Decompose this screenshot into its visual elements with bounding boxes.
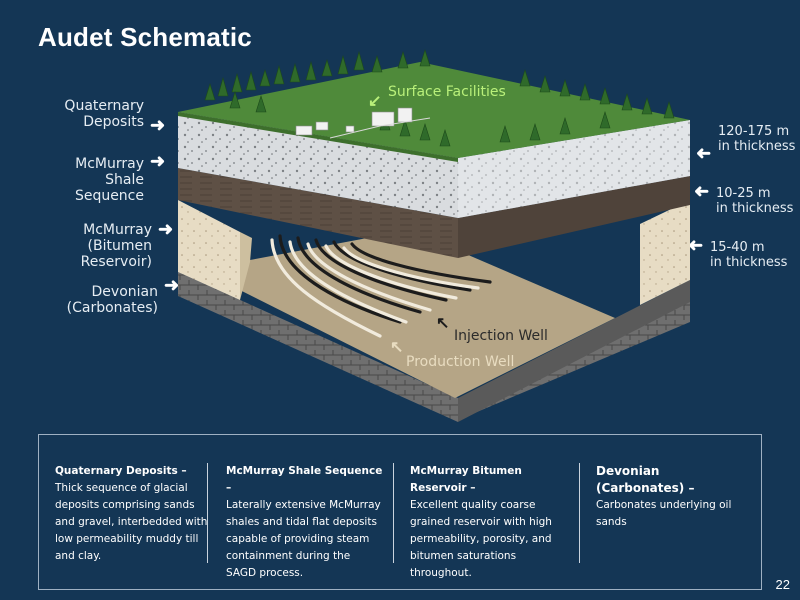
info-quaternary: Quaternary Deposits – Thick sequence of … — [55, 463, 211, 563]
layer-label-devonian: Devonian (Carbonates) — [66, 284, 158, 316]
info-bitumen: McMurray Bitumen Reservoir – Excellent q… — [393, 463, 573, 579]
shale-layer-side — [458, 176, 690, 258]
info-title: Devonian (Carbonates) – — [596, 464, 695, 495]
info-title: McMurray Bitumen Reservoir – — [410, 465, 522, 494]
thickness-label-shale: 10-25 m in thickness — [716, 186, 794, 216]
arrow-right-icon: ➜ — [150, 115, 166, 135]
layer-descriptions-box: Quaternary Deposits – Thick sequence of … — [38, 434, 762, 590]
arrow-down-left-icon: ↙ — [368, 93, 381, 110]
arrow-right-icon: ➜ — [158, 219, 174, 239]
quaternary-layer-front — [178, 112, 458, 218]
arrow-right-icon: ➜ — [164, 275, 180, 295]
block-diagram: Surface Facilities ↙ ↖ Injection Well ↖ … — [178, 48, 690, 422]
reservoir-floor — [200, 230, 615, 398]
injection-well-label: Injection Well — [454, 328, 548, 344]
layer-label-shale: McMurray Shale Sequence — [74, 156, 144, 204]
info-body: Thick sequence of glacial deposits compr… — [55, 482, 208, 562]
info-title: Quaternary Deposits – — [55, 465, 187, 477]
bitumen-layer-right — [640, 200, 690, 305]
well-pairs — [270, 234, 492, 338]
shale-layer-front — [178, 168, 458, 258]
trees — [204, 48, 675, 147]
surface-facilities-buildings — [295, 107, 413, 136]
info-body: Excellent quality coarse grained reservo… — [410, 499, 552, 579]
thickness-label-bitumen: 15-40 m in thickness — [710, 240, 788, 270]
arrow-up-left-icon: ↖ — [390, 339, 403, 356]
bitumen-layer-left — [178, 200, 240, 300]
layer-label-bitumen: McMurray (Bitumen Reservoir) — [80, 222, 152, 270]
arrow-right-icon: ➜ — [150, 151, 166, 171]
info-body: Carbonates underlying oil sands — [596, 499, 732, 528]
info-shale: McMurray Shale Sequence – Laterally exte… — [207, 463, 383, 579]
info-devonian: Devonian (Carbonates) – Carbonates under… — [579, 463, 749, 563]
arrow-up-left-icon: ↖ — [436, 315, 449, 332]
info-title: McMurray Shale Sequence – — [226, 465, 383, 494]
page-title: Audet Schematic — [38, 22, 252, 52]
production-well-label: Production Well — [406, 354, 514, 370]
layer-label-quaternary: Quaternary Deposits — [64, 98, 144, 130]
surface-facilities-label: Surface Facilities — [388, 84, 506, 100]
info-body: Laterally extensive McMurray shales and … — [226, 499, 381, 579]
page-number: 22 — [775, 577, 790, 592]
thickness-label-quaternary: 120-175 m in thickness — [718, 124, 796, 154]
